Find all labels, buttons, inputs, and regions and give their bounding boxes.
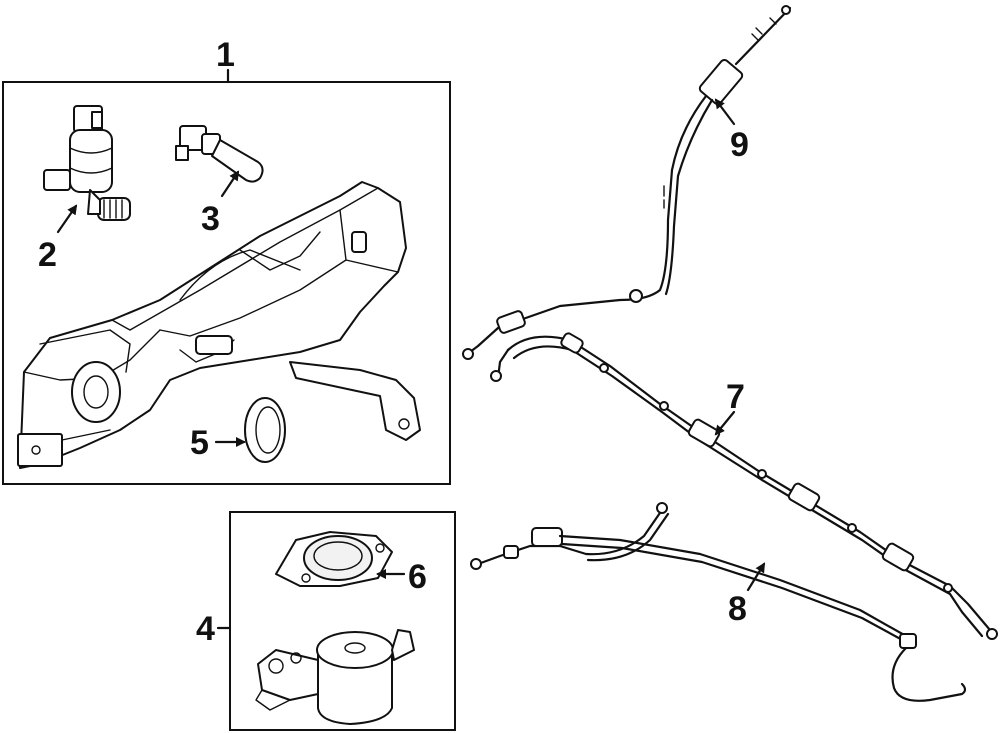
- callout-6[interactable]: 6: [408, 558, 427, 596]
- harness-7[interactable]: [490, 332, 998, 640]
- callout-2[interactable]: 2: [38, 236, 57, 274]
- callout-9[interactable]: 9: [730, 126, 749, 164]
- leader-7: [714, 410, 736, 436]
- callout-8[interactable]: 8: [728, 590, 747, 628]
- sensor-bracket[interactable]: [275, 531, 393, 587]
- parking-sensor[interactable]: [255, 629, 415, 725]
- group-1-box: [2, 68, 451, 485]
- level-sensor[interactable]: [175, 125, 264, 183]
- callout-7[interactable]: 7: [726, 378, 745, 416]
- leader-9: [714, 98, 736, 126]
- callout-5[interactable]: 5: [190, 424, 209, 462]
- callout-3[interactable]: 3: [201, 200, 220, 238]
- leader-2: [56, 204, 78, 234]
- callout-1[interactable]: 1: [216, 36, 235, 74]
- harness-9[interactable]: [462, 5, 792, 360]
- grommet-seal[interactable]: [244, 397, 286, 463]
- group-4-box: [216, 511, 456, 731]
- washer-pump[interactable]: [43, 105, 131, 221]
- washer-reservoir[interactable]: [17, 181, 421, 469]
- leader-3: [220, 170, 240, 198]
- harness-8[interactable]: [470, 502, 967, 702]
- callout-4[interactable]: 4: [196, 610, 215, 648]
- leader-8: [746, 562, 766, 592]
